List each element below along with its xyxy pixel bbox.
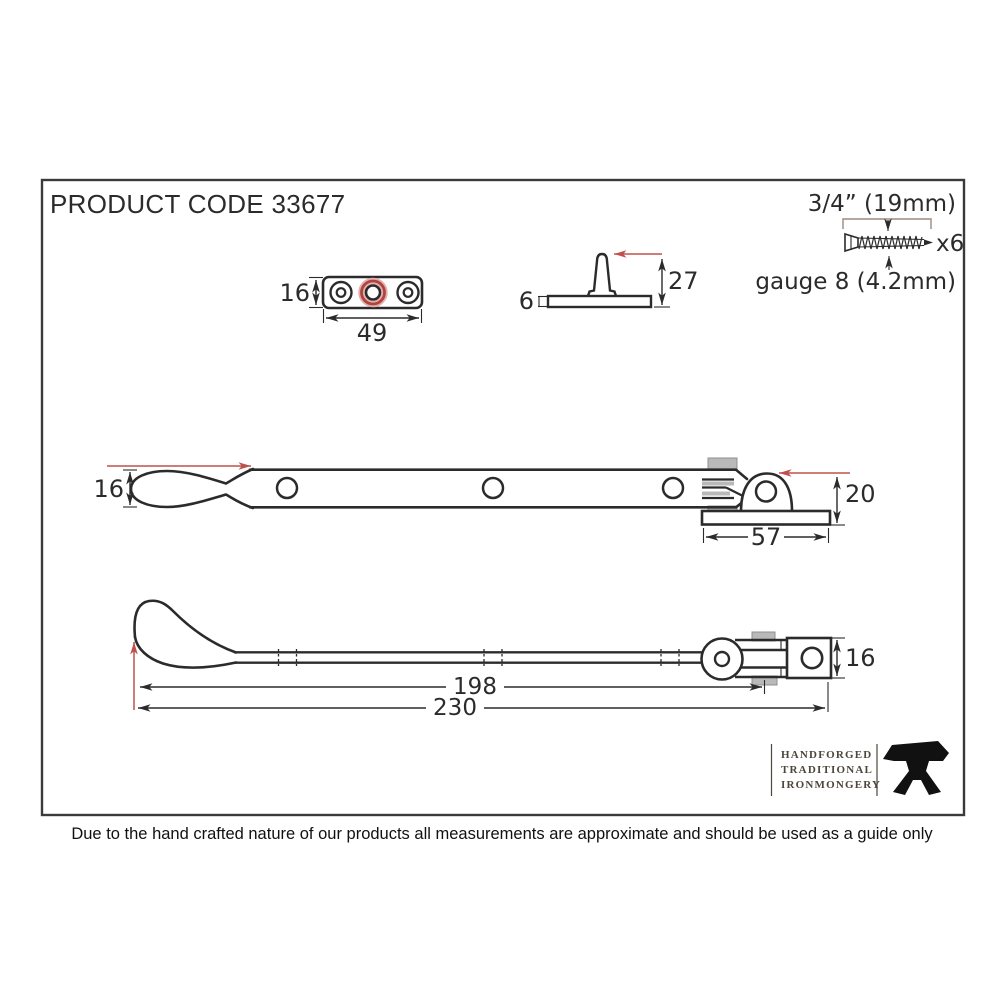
screw-dim-bracket xyxy=(842,218,932,229)
anvil-icon xyxy=(883,741,949,795)
screw-length-label: 3/4” (19mm) xyxy=(808,191,956,217)
side-handle-top-edge xyxy=(133,599,238,654)
keep-plate-height-label: 16 xyxy=(279,279,310,307)
overall-length-label: 230 xyxy=(433,695,477,721)
stay-top-view: 16 20 57 xyxy=(93,457,876,551)
logo-line3: IRONMONGERY xyxy=(781,779,881,791)
screw-spec: 3/4” (19mm) x6 gauge 8 (4.2mm) xyxy=(755,191,964,295)
side-end-height-label: 16 xyxy=(845,644,876,672)
side-handle-bottom-edge xyxy=(133,635,238,669)
pin-shape xyxy=(586,252,618,297)
stay-hole-3 xyxy=(661,476,685,500)
keep-plate-top-view: 16 49 xyxy=(279,275,424,347)
bracket-hole xyxy=(754,480,778,503)
stay-width-label: 16 xyxy=(93,475,124,503)
disclaimer-text: Due to the hand crafted nature of our pr… xyxy=(71,825,933,843)
keep-plate-center-hole xyxy=(364,284,382,301)
keep-plate-width-label: 49 xyxy=(357,319,388,347)
pin-plate-thickness-label: 6 xyxy=(519,287,534,315)
product-code-label: PRODUCT CODE 33677 xyxy=(50,189,345,219)
brand-logo: HANDFORGED TRADITIONAL IRONMONGERY xyxy=(770,741,949,796)
screw-gauge-label: gauge 8 (4.2mm) xyxy=(755,269,956,295)
keep-plate-right-hole xyxy=(396,280,420,305)
stay-side-view: 16 198 230 xyxy=(130,599,876,721)
bracket-length-label: 57 xyxy=(751,523,782,551)
pin-side-view: 6 27 xyxy=(519,250,699,315)
screw-icon xyxy=(844,218,933,270)
logo-line1: HANDFORGED xyxy=(781,749,872,761)
side-end-plate xyxy=(785,636,833,680)
stay-hole-1 xyxy=(275,476,299,500)
stay-handle-top-view xyxy=(129,467,255,510)
pin-base-plate xyxy=(546,294,653,309)
logo-line2: TRADITIONAL xyxy=(781,764,873,776)
bracket-height-label: 20 xyxy=(845,480,876,508)
screw-quantity-label: x6 xyxy=(936,231,964,257)
keep-plate-left-hole xyxy=(329,280,353,305)
pin-height-label: 27 xyxy=(668,267,699,295)
drawing-border xyxy=(40,178,966,817)
center-hole-red-ring xyxy=(360,279,386,306)
bracket-base-plate xyxy=(700,509,832,526)
side-pivot-hole xyxy=(713,650,731,668)
side-end-plate-hole xyxy=(800,646,824,670)
hinge-pad-top xyxy=(707,457,738,471)
pivot-length-label: 198 xyxy=(453,674,497,700)
stay-hole-2 xyxy=(481,476,505,500)
